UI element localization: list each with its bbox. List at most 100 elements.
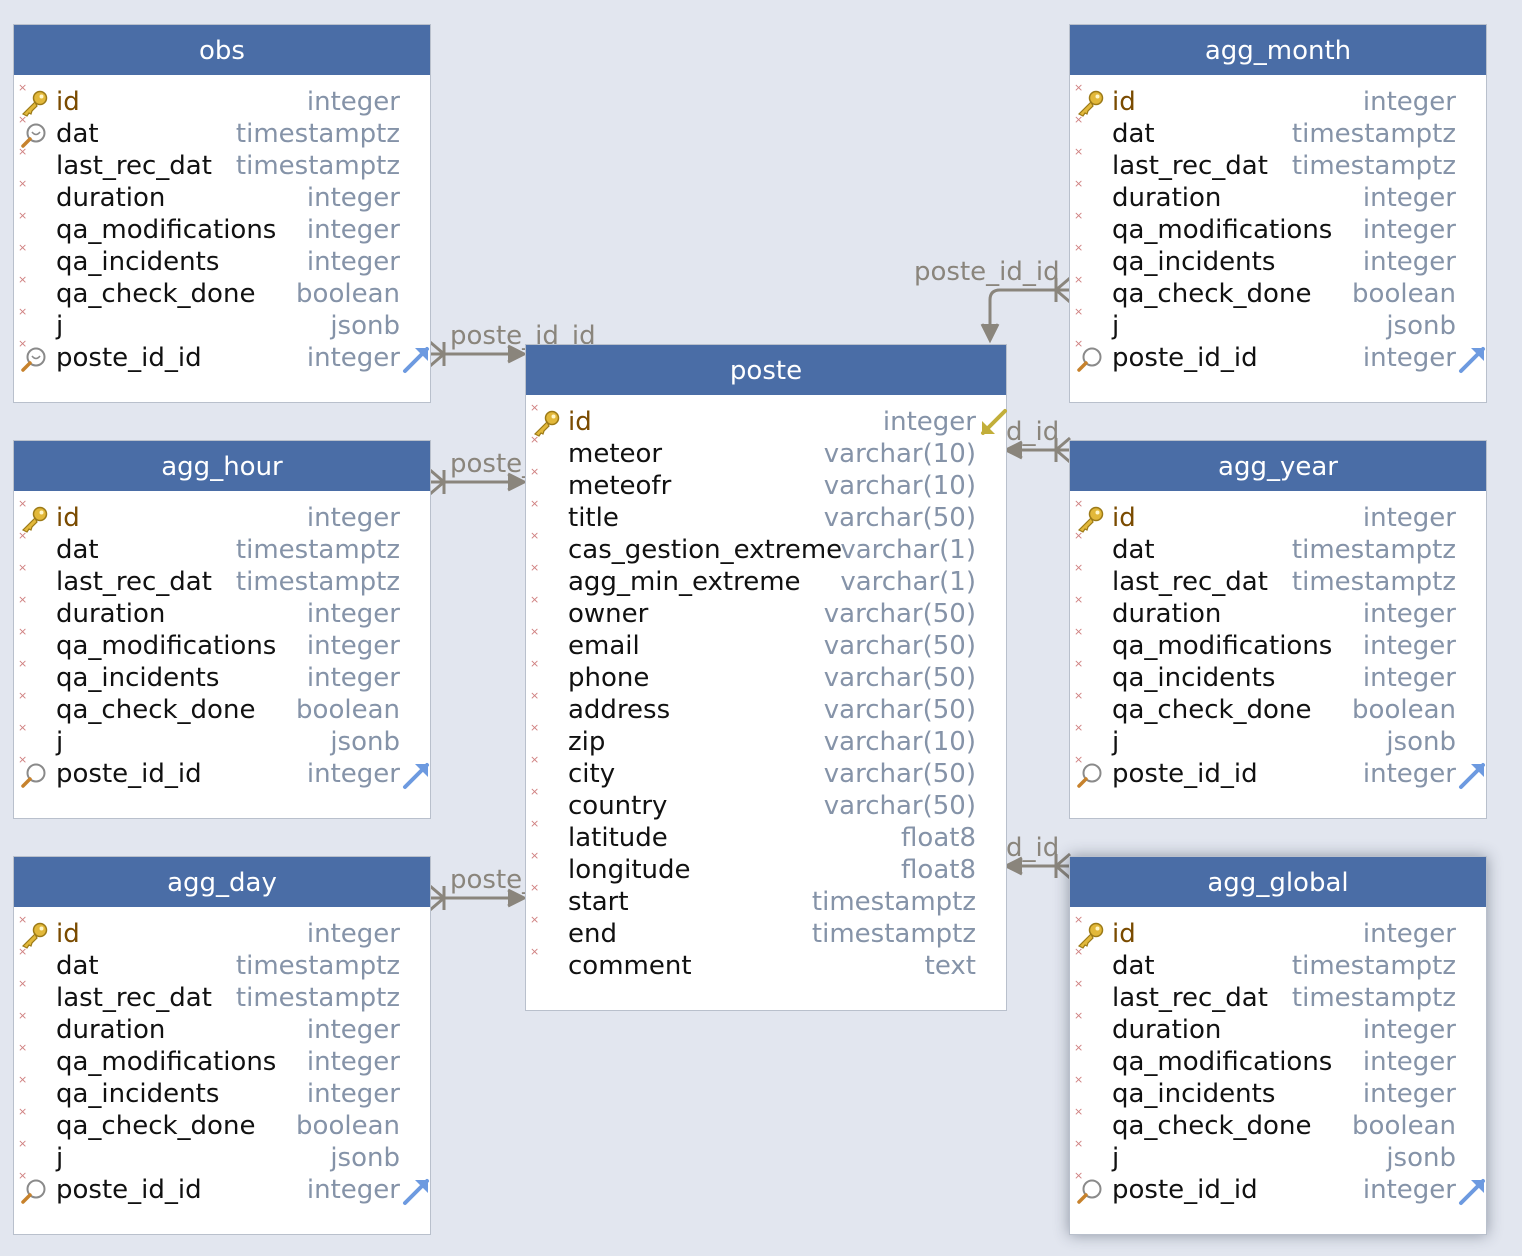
field-name: longitude <box>568 855 691 885</box>
field-type: integer <box>306 599 400 629</box>
search-icon <box>1075 345 1105 373</box>
foreign-key-arrow-icon[interactable] <box>1458 344 1488 374</box>
foreign-key-arrow-icon[interactable] <box>1458 760 1488 790</box>
foreign-key-arrow-icon[interactable] <box>402 760 432 790</box>
foreign-key-arrow-icon[interactable] <box>402 344 432 374</box>
field-type: integer <box>306 1079 400 1109</box>
table-header[interactable]: agg_day <box>14 857 430 907</box>
table-header[interactable]: agg_year <box>1070 441 1486 491</box>
foreign-key-arrow-icon[interactable] <box>402 1176 432 1206</box>
table-header[interactable]: agg_hour <box>14 441 430 491</box>
field-type: boolean <box>1352 695 1456 725</box>
field-type: timestamptz <box>1291 119 1456 149</box>
field-type: varchar(50) <box>823 663 976 693</box>
table-header[interactable]: agg_global <box>1070 857 1486 907</box>
table-header[interactable]: obs <box>14 25 430 75</box>
table-header[interactable]: poste <box>526 345 1006 395</box>
foreign-key-arrow-icon[interactable] <box>1458 1176 1488 1206</box>
referenced-key-arrow-icon[interactable] <box>978 408 1008 438</box>
table-header[interactable]: agg_month <box>1070 25 1486 75</box>
